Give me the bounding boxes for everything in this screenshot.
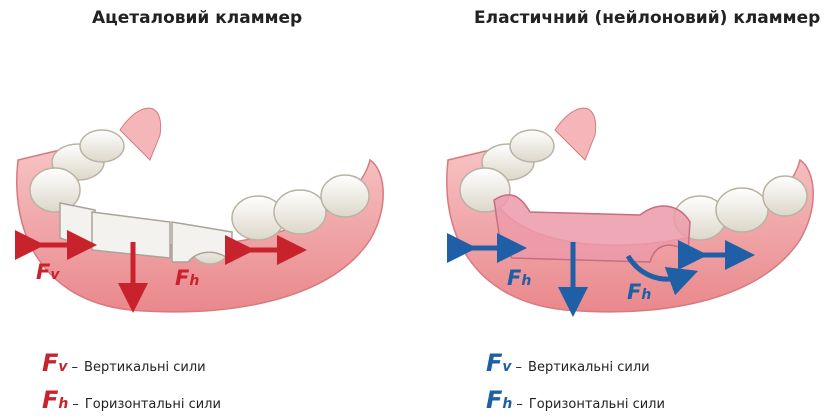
- right-fh-label-2: Fh: [627, 282, 651, 303]
- right-fh-label-1: Fh: [507, 268, 531, 289]
- left-fh-label: Fh: [175, 268, 199, 289]
- left-fv-label: Fv: [36, 262, 60, 283]
